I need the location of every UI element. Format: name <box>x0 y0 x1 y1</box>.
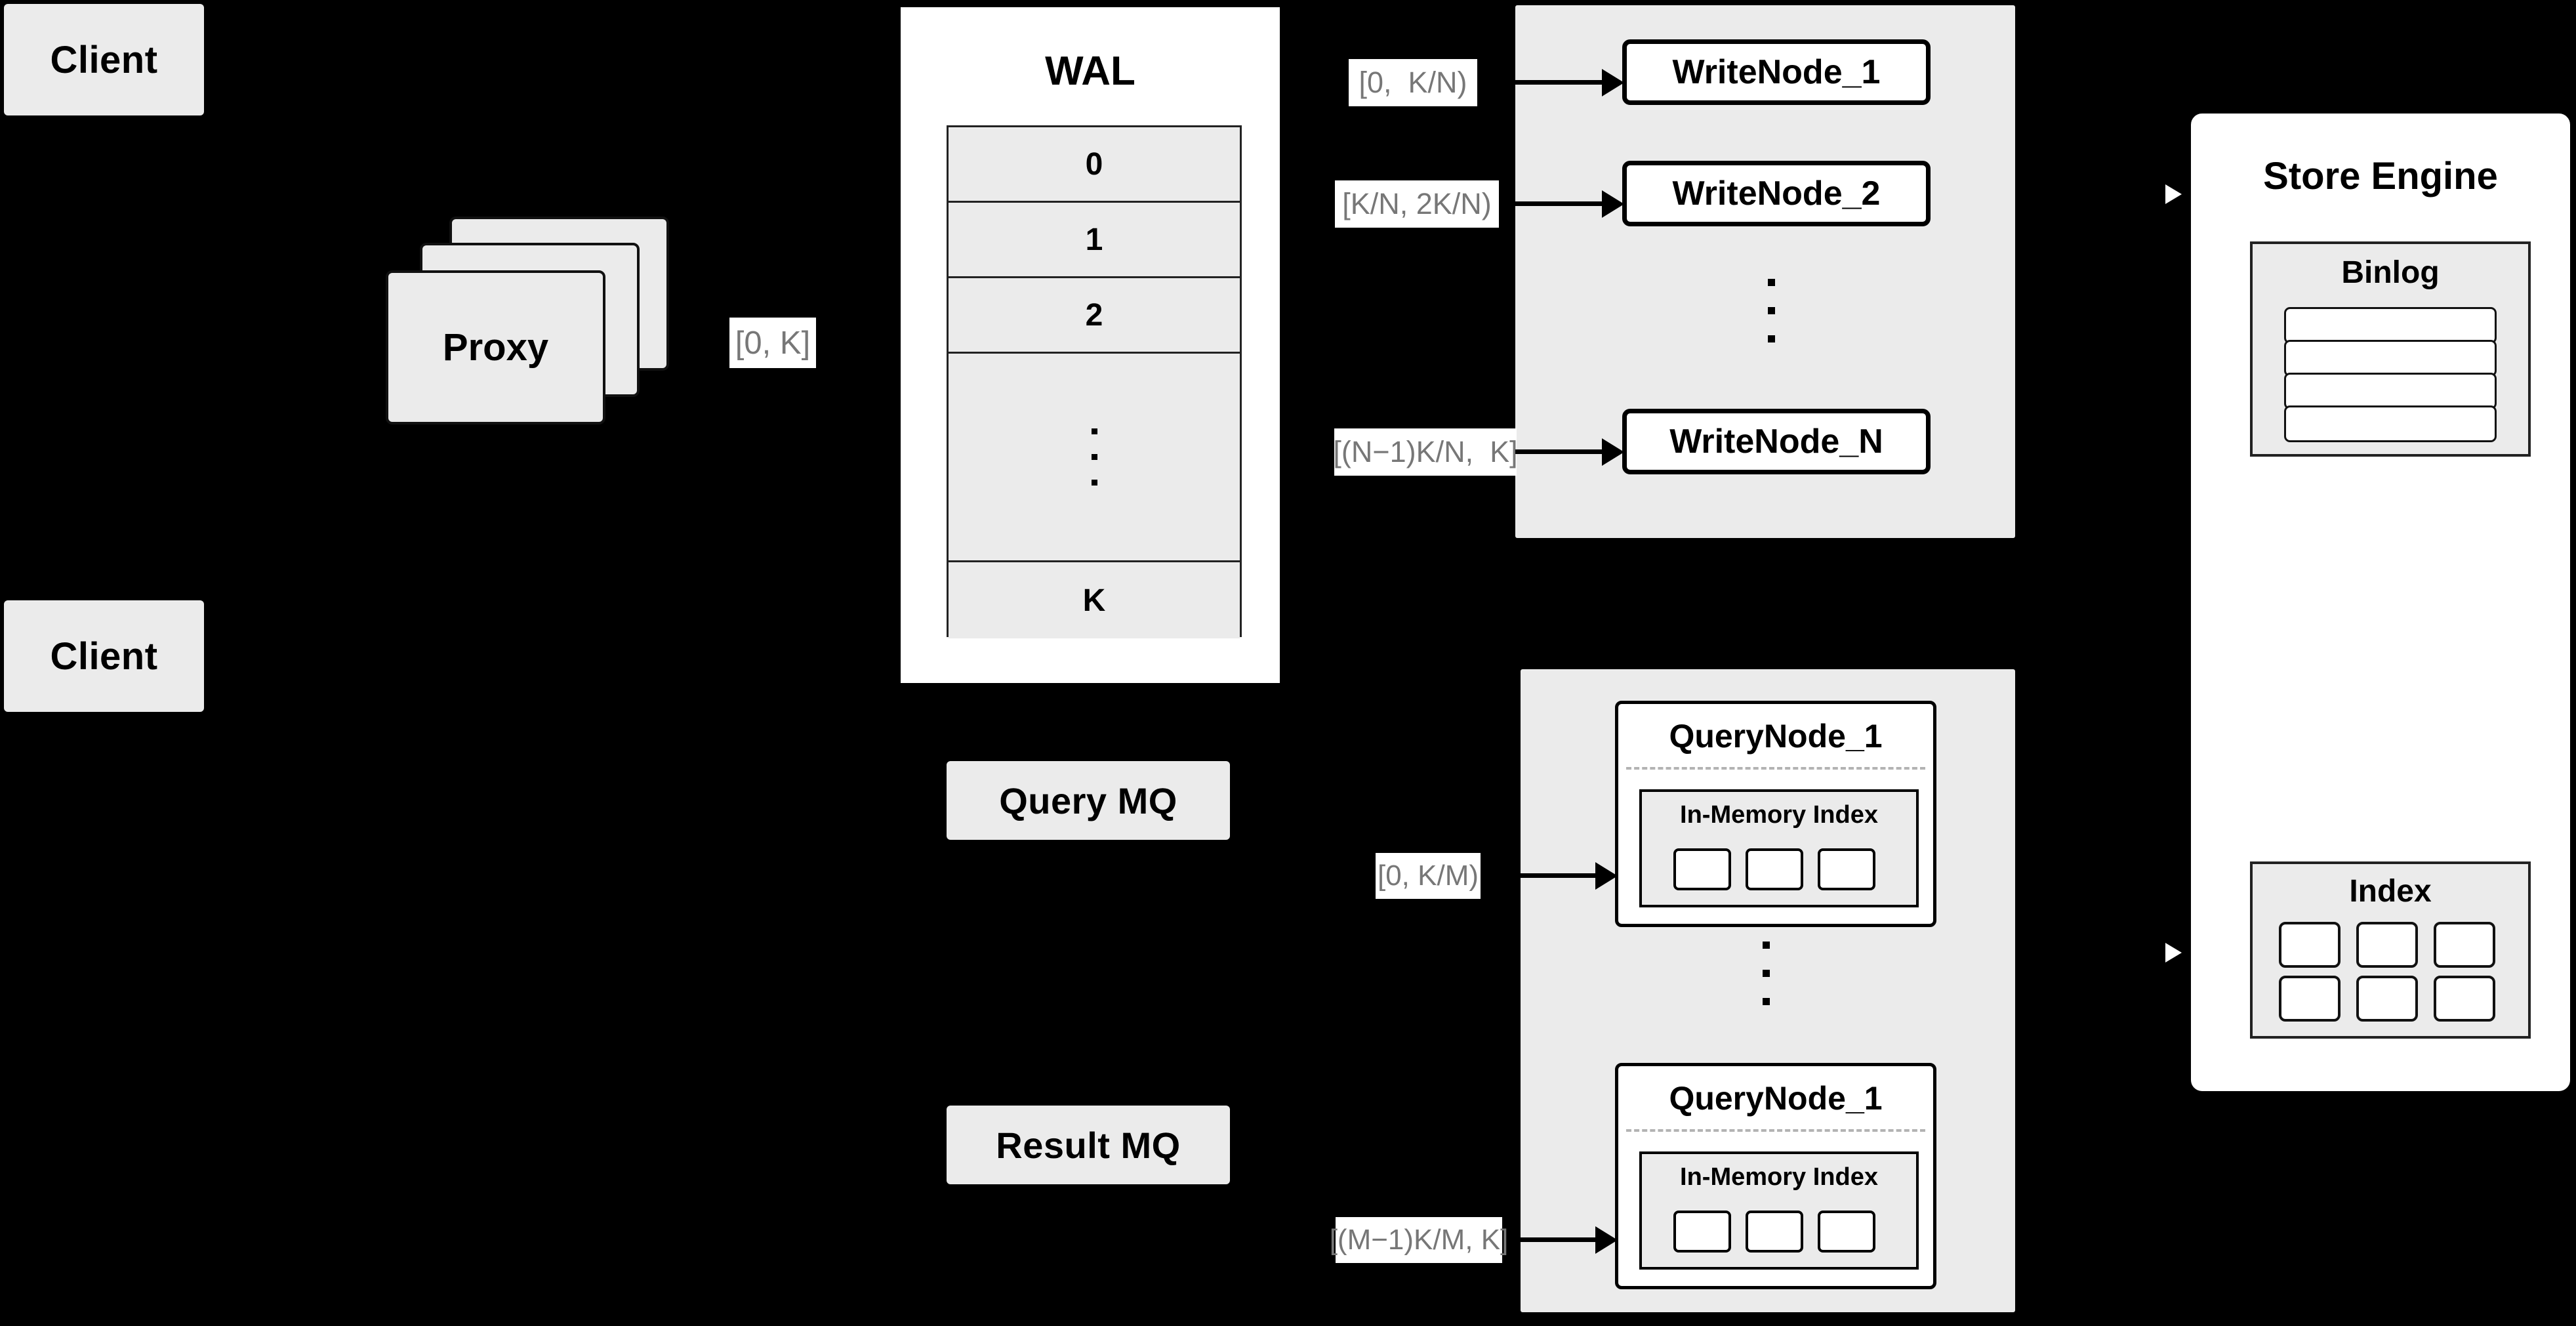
range-label-client-to-wal-text: [0, K] <box>735 325 811 361</box>
index-cell <box>2279 922 2341 968</box>
arrow-head-write-n <box>1602 438 1624 466</box>
wal-row-k-label: K <box>1082 583 1106 618</box>
result-mq-label: Result MQ <box>996 1124 1181 1166</box>
query-node-1[interactable]: QueryNode_1 In-Memory Index <box>1615 701 1936 927</box>
arrow-head-store-binlog <box>2165 180 2188 208</box>
query-node-1-title: QueryNode_1 <box>1669 718 1883 755</box>
write-pool-ellipsis <box>1768 279 1775 342</box>
binlog-title: Binlog <box>2341 255 2440 290</box>
range-label-write-n: [(N−1)K/N, K] <box>1333 428 1518 476</box>
wal-row-0: 0 <box>949 127 1240 203</box>
index-panel: Index <box>2250 861 2531 1039</box>
range-label-write-2-text: [K/N, 2K/N) <box>1342 187 1492 220</box>
ellipsis-dot <box>1768 307 1775 314</box>
wal-row-0-label: 0 <box>1085 146 1103 182</box>
wal-row-ellipsis <box>949 354 1240 562</box>
arrow-head-write-2 <box>1602 190 1624 218</box>
ellipsis-dot <box>1091 428 1097 434</box>
binlog-row <box>2284 373 2497 409</box>
ellipsis-dot <box>1768 335 1775 342</box>
index-cell <box>1673 848 1731 890</box>
range-label-query-1-text: [0, K/M) <box>1377 860 1479 892</box>
arrow-line-query-m <box>1521 1237 1599 1242</box>
arrow-line-write-2 <box>1515 201 1606 206</box>
binlog-row <box>2284 307 2497 344</box>
client-node-2-label: Client <box>50 634 158 678</box>
result-mq-node[interactable]: Result MQ <box>947 1106 1230 1184</box>
range-label-query-1: [0, K/M) <box>1376 853 1481 899</box>
write-node-2-label: WriteNode_2 <box>1672 175 1881 213</box>
index-cell <box>1746 848 1803 890</box>
arrow-head-query-1 <box>1595 862 1618 890</box>
arrow-line-store-index <box>2099 950 2168 954</box>
arrow-line-write-n <box>1515 449 1606 454</box>
wal-container: WAL 0 1 2 K <box>897 4 1283 686</box>
arrow-line-write-1 <box>1515 80 1606 85</box>
query-node-m[interactable]: QueryNode_1 In-Memory Index <box>1615 1063 1936 1289</box>
arrow-head-write-1 <box>1602 69 1624 96</box>
client-node-1-label: Client <box>50 38 158 81</box>
binlog-row <box>2284 340 2497 377</box>
range-label-query-m-text: [(M−1)K/M, K] <box>1329 1224 1509 1256</box>
ellipsis-dot <box>1091 454 1097 460</box>
query-node-m-title: QueryNode_1 <box>1669 1080 1883 1117</box>
wal-row-1: 1 <box>949 203 1240 278</box>
ellipsis-dot <box>1763 998 1770 1005</box>
index-cell <box>1818 1211 1875 1253</box>
wal-row-1-label: 1 <box>1085 222 1103 257</box>
store-engine-title: Store Engine <box>2263 155 2498 197</box>
index-cell <box>1818 848 1875 890</box>
index-cell <box>2279 976 2341 1022</box>
query-node-m-inmemory-index: In-Memory Index <box>1639 1151 1919 1270</box>
query-node-m-inmemory-index-title: In-Memory Index <box>1680 1163 1878 1191</box>
ellipsis-dot <box>1091 480 1097 486</box>
wal-row-k: K <box>949 562 1240 638</box>
range-label-client-to-wal: [0, K] <box>729 318 816 368</box>
query-node-1-inmemory-index-title: In-Memory Index <box>1680 801 1878 829</box>
wal-table: 0 1 2 K <box>947 125 1242 638</box>
write-node-2[interactable]: WriteNode_2 <box>1622 161 1931 226</box>
arrow-head-store-index <box>2165 939 2188 966</box>
query-pool-ellipsis <box>1763 942 1770 1005</box>
range-label-write-1-text: [0, K/N) <box>1359 66 1467 99</box>
range-label-query-m: [(M−1)K/M, K] <box>1330 1217 1508 1263</box>
range-label-write-n-text: [(N−1)K/N, K] <box>1333 435 1518 468</box>
write-node-1[interactable]: WriteNode_1 <box>1622 39 1931 105</box>
binlog-row <box>2284 405 2497 442</box>
range-label-write-1: [0, K/N) <box>1349 59 1477 106</box>
client-node-2[interactable]: Client <box>4 600 204 712</box>
ellipsis-dot <box>1768 279 1775 286</box>
index-cell <box>2434 922 2495 968</box>
range-label-write-2: [K/N, 2K/N) <box>1335 180 1499 228</box>
client-node-1[interactable]: Client <box>4 4 204 115</box>
query-mq-label: Query MQ <box>999 779 1177 821</box>
index-cell <box>2356 976 2418 1022</box>
wal-row-2: 2 <box>949 278 1240 354</box>
ellipsis-dot <box>1763 970 1770 977</box>
query-node-1-separator <box>1626 767 1925 770</box>
arrow-head-query-m <box>1595 1226 1618 1254</box>
index-cell <box>2356 922 2418 968</box>
arrow-line-query-1 <box>1521 873 1599 878</box>
index-cell <box>1746 1211 1803 1253</box>
index-cell <box>2434 976 2495 1022</box>
write-node-1-label: WriteNode_1 <box>1672 53 1881 91</box>
query-mq-node[interactable]: Query MQ <box>947 761 1230 840</box>
wal-title: WAL <box>1045 49 1135 94</box>
query-node-m-separator <box>1626 1129 1925 1132</box>
ellipsis-dot <box>1763 942 1770 949</box>
query-node-1-inmemory-index: In-Memory Index <box>1639 789 1919 907</box>
proxy-label: Proxy <box>442 326 549 369</box>
write-node-n[interactable]: WriteNode_N <box>1622 409 1931 474</box>
index-title: Index <box>2349 874 2432 909</box>
store-engine-container: Store Engine Binlog Index <box>2188 110 2573 1094</box>
proxy-node[interactable]: Proxy <box>386 270 605 425</box>
arrow-line-store-binlog <box>2099 192 2168 196</box>
index-cell <box>1673 1211 1731 1253</box>
binlog-panel: Binlog <box>2250 241 2531 457</box>
write-node-n-label: WriteNode_N <box>1669 423 1883 461</box>
wal-row-2-label: 2 <box>1085 297 1103 333</box>
